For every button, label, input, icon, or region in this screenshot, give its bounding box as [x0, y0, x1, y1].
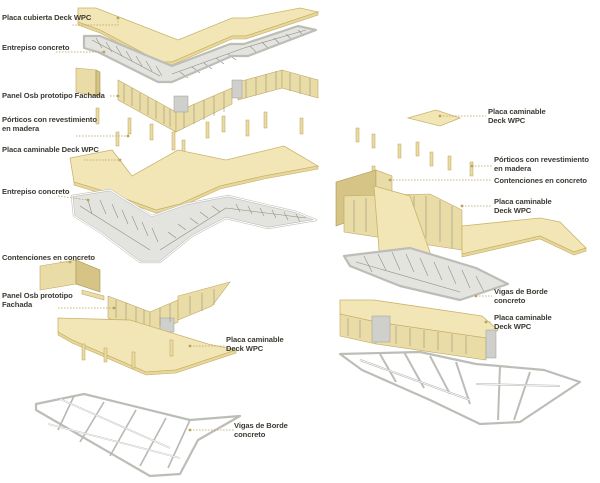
label-osb-panel-2-line2: Fachada: [2, 300, 33, 309]
label-concrete-mezzanine-2: Entrepiso concreto: [2, 187, 70, 196]
label-osb-panel-1: Panel Osb prototipo Fachada: [2, 91, 106, 100]
osb-facade-panels-upper: [75, 67, 319, 133]
label-timber-portals-r-line1: Pórticos con revestimiento: [494, 155, 589, 164]
concrete-mezzanine-lower: [70, 188, 318, 264]
label-edge-beams-1-line1: Vigas de Borde: [234, 421, 288, 430]
label-walkable-deck-2-line1: Placa caminable: [226, 335, 284, 344]
edge-beam-walls-right: [339, 299, 499, 361]
concrete-edge-beams-right: [338, 350, 582, 426]
label-walkable-deck-r1-line1: Placa caminable: [488, 107, 546, 116]
label-walkable-deck-2-line2: Deck WPC: [226, 344, 264, 353]
label-walkable-deck-r2-line2: Deck WPC: [494, 206, 532, 215]
label-walkable-deck-r1-line2: Deck WPC: [488, 116, 526, 125]
label-walkable-deck-1: Placa caminable Deck WPC: [2, 145, 99, 154]
label-walkable-deck-r3-line1: Placa caminable: [494, 313, 552, 322]
concrete-mezzanine-right: [342, 246, 510, 302]
label-roof-deck: Placa cubierta Deck WPC: [2, 13, 92, 22]
label-concrete-mezzanine-1: Entrepiso concreto: [2, 43, 70, 52]
label-walkable-deck-r2-line1: Placa caminable: [494, 197, 552, 206]
label-walkable-deck-r3-line2: Deck WPC: [494, 322, 532, 331]
label-timber-portals-line1: Pórticos con revestimiento: [2, 115, 97, 124]
label-osb-panel-2-line1: Panel Osb prototipo: [2, 291, 73, 300]
concrete-edge-beams-left: [34, 392, 242, 478]
timber-portal-posts-upper: [95, 107, 304, 159]
concrete-mezzanine-upper: [82, 24, 318, 84]
label-retaining-walls-1: Contenciones en concreto: [2, 253, 95, 262]
label-edge-beams-1-line2: concreto: [234, 430, 266, 439]
label-leaders: [56, 16, 492, 432]
label-retaining-walls-r: Contenciones en concreto: [494, 176, 587, 185]
label-edge-beams-r-line1: Vigas de Borde: [494, 287, 548, 296]
label-timber-portals-r-line2: en madera: [494, 164, 532, 173]
annotation-labels: Placa cubierta Deck WPC Entrepiso concre…: [2, 13, 589, 439]
label-timber-portals-line2: en madera: [2, 124, 40, 133]
walkable-deck-small-right: [406, 109, 462, 127]
label-edge-beams-r-line2: concreto: [494, 296, 526, 305]
walkable-deck-slab-lower: [57, 317, 238, 376]
concrete-retaining-walls-left: [39, 259, 105, 301]
